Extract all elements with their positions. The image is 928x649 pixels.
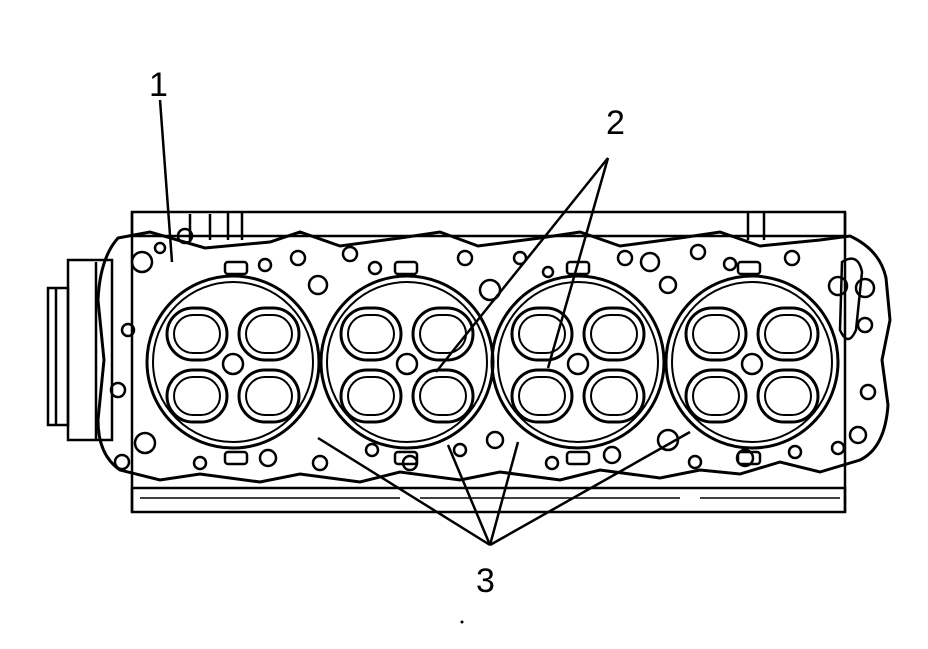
valve-port [165, 368, 229, 424]
leader-3c [488, 441, 520, 546]
valve-port [684, 368, 748, 424]
valve-port-inner [692, 314, 740, 354]
valve-port-inner [419, 314, 467, 354]
valve-port [237, 306, 301, 362]
combustion-chambers [145, 274, 840, 450]
valve-port-inner [518, 376, 566, 416]
leader-lines [158, 99, 691, 547]
cylinder-1 [145, 274, 321, 450]
leader-1 [158, 99, 174, 263]
valve-port [684, 306, 748, 362]
cylinder-3 [490, 274, 666, 450]
valve-port [582, 368, 646, 424]
valve-port [411, 306, 475, 362]
valve-port-inner [245, 376, 293, 416]
leader-3b [446, 444, 492, 546]
valve-port-inner [590, 376, 638, 416]
valve-ports [165, 306, 820, 424]
leader-3d [489, 430, 691, 547]
spark-plug-hole [395, 352, 419, 376]
spark-plug-hole [221, 352, 245, 376]
valve-port [582, 306, 646, 362]
valve-port-inner [419, 376, 467, 416]
stray-dot [460, 620, 464, 624]
valve-port-inner [518, 314, 566, 354]
callout-3: 3 [476, 562, 495, 600]
valve-port [756, 306, 820, 362]
valve-port-inner [245, 314, 293, 354]
valve-port-inner [692, 376, 740, 416]
valve-port [510, 368, 574, 424]
valve-port-inner [173, 376, 221, 416]
valve-port [756, 368, 820, 424]
cylinder-4 [664, 274, 840, 450]
callout-1: 1 [149, 66, 168, 104]
valve-port-inner [590, 314, 638, 354]
leader-2b [546, 157, 610, 369]
valve-port [411, 368, 475, 424]
valve-port [237, 368, 301, 424]
valve-port-inner [173, 314, 221, 354]
gasket-holes [109, 227, 877, 472]
valve-port [339, 306, 403, 362]
valve-port [339, 368, 403, 424]
valve-port [510, 306, 574, 362]
gasket-outline [96, 230, 892, 484]
leader-2a [435, 157, 609, 373]
valve-port-inner [764, 314, 812, 354]
leader-3a [317, 436, 491, 547]
cylinder-2 [319, 274, 495, 450]
valve-port [165, 306, 229, 362]
valve-port-inner [764, 376, 812, 416]
callout-2: 2 [606, 104, 625, 142]
valve-port-inner [347, 376, 395, 416]
spark-plug-hole [566, 352, 590, 376]
spark-plug-hole [740, 352, 764, 376]
cylinder-head [46, 210, 847, 514]
valve-port-inner [347, 314, 395, 354]
